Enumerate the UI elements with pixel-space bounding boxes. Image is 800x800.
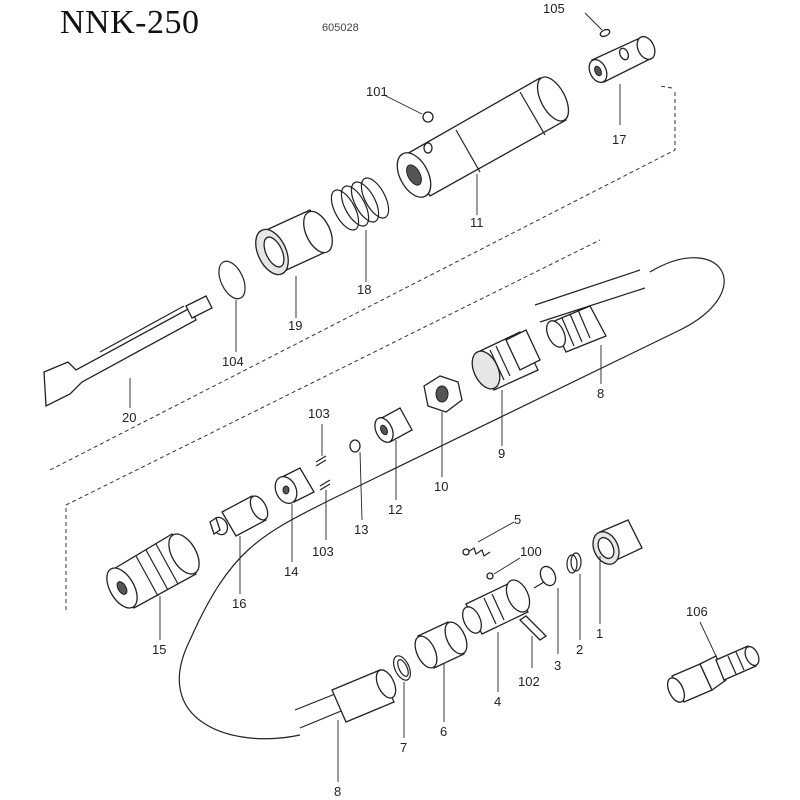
part-20-chisel [43,295,213,408]
label-106: 106 [686,604,708,619]
label-103-top: 103 [308,406,330,421]
part-12-valve [374,407,413,443]
assembly-guides [49,85,676,610]
label-10: 10 [434,479,448,494]
label-19: 19 [288,318,302,333]
label-6: 6 [440,724,447,739]
label-18: 18 [357,282,371,297]
label-3: 3 [554,658,561,673]
label-102: 102 [518,674,540,689]
label-8-upper: 8 [597,386,604,401]
label-20: 20 [122,410,136,425]
part-18-spring [330,177,390,231]
label-12: 12 [388,502,402,517]
part-8-hose-end-lower [331,669,397,723]
part-103-pins [315,455,331,491]
part-1-cap [592,519,643,565]
part-106-hose-nipple [666,645,760,703]
label-1: 1 [596,626,603,641]
label-104: 104 [222,354,244,369]
part-13-ball [349,439,361,453]
label-103-bottom: 103 [312,544,334,559]
label-7: 7 [400,740,407,755]
label-9: 9 [498,446,505,461]
label-5: 5 [514,512,521,527]
part-100-ball [486,572,494,580]
label-105: 105 [543,1,565,16]
part-labels: 105 101 17 11 18 19 104 20 8 9 10 12 13 … [122,1,708,799]
part-17-end-cap [588,35,656,84]
part-16-piston [209,495,269,537]
part-10-hex-nut [423,375,463,413]
part-5-spring [462,547,491,557]
label-13: 13 [354,522,368,537]
part-7-ring [393,655,411,681]
part-19-retainer [255,209,333,276]
label-8-lower: 8 [334,784,341,799]
part-101-ball [422,111,434,123]
part-8-hose-end-upper [545,305,607,353]
label-15: 15 [152,642,166,657]
label-11: 11 [470,215,484,230]
leader-lines [129,12,717,782]
label-2: 2 [576,642,583,657]
part-104-ring [218,260,246,300]
part-9-fitting [471,329,541,391]
part-11-cylinder [396,76,570,198]
part-105-pin [599,28,611,38]
hose-lines [178,257,725,740]
diagram-title: NNK-250 [60,4,200,41]
part-4-valve-body [461,579,531,635]
drawing-code: 605028 [322,22,359,34]
label-17: 17 [612,132,626,147]
part-15-handle [106,533,200,609]
label-101: 101 [366,84,388,99]
part-6-bushing [414,621,468,669]
part-14-seat [274,467,315,505]
label-16: 16 [232,596,246,611]
label-100: 100 [520,544,542,559]
part-2-spring [566,552,582,574]
part-3-valve-stem [533,565,557,589]
label-14: 14 [284,564,298,579]
label-4: 4 [494,694,501,709]
part-102-pin [518,615,548,641]
